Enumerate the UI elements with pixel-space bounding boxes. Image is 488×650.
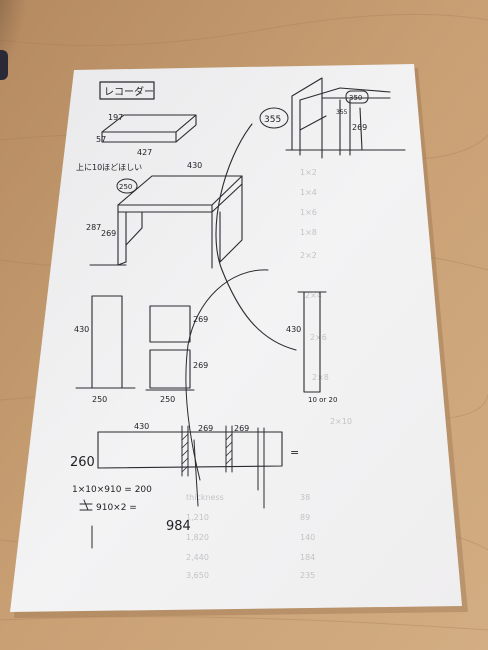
cut-left-label: 260 — [70, 455, 95, 470]
top-board-w: 197 — [108, 113, 123, 122]
cut-top3-label: 269 — [234, 424, 249, 433]
table-sketch — [89, 175, 243, 269]
table-leg-h1: 287 — [86, 223, 101, 232]
top-board-sketch — [101, 114, 197, 143]
table-left-label: 250 — [119, 183, 132, 191]
svg-text:1,820: 1,820 — [186, 533, 209, 542]
svg-text:2,440: 2,440 — [186, 553, 209, 562]
arrow-curve-2 — [185, 269, 269, 481]
svg-text:2×6: 2×6 — [310, 333, 327, 342]
svg-text:thickness: thickness — [186, 493, 224, 502]
svg-text:1,210: 1,210 — [186, 513, 209, 522]
paper-sheet — [10, 64, 462, 612]
top-board-h: 57 — [96, 135, 106, 144]
svg-text:3,650: 3,650 — [186, 571, 209, 580]
calc-line-1: 1×10×910 = 200 — [72, 485, 152, 495]
svg-text:184: 184 — [300, 553, 315, 562]
svg-text:2×10: 2×10 — [330, 417, 352, 426]
svg-text:38: 38 — [300, 493, 310, 502]
show-through: 1×2 1×4 1×6 1×8 2×2 2×4 2×6 2×8 2×10 thi… — [186, 168, 352, 580]
corner-side-label: 355 — [336, 109, 348, 116]
svg-text:1×2: 1×2 — [300, 168, 317, 177]
cut-top2-label: 269 — [198, 424, 213, 433]
corner-right-label: 269 — [352, 123, 367, 132]
svg-text:140: 140 — [300, 533, 315, 542]
part-big-side-h: 430 — [74, 325, 89, 334]
calc-line-2: 910×2 = — [96, 503, 137, 513]
title-box-text: レコーダー — [104, 85, 154, 98]
corner-sketch — [285, 77, 406, 159]
svg-text:1×8: 1×8 — [300, 228, 317, 237]
circle-355 — [259, 107, 289, 129]
svg-text:1×6: 1×6 — [300, 208, 317, 217]
cut-hatching — [181, 433, 233, 473]
part-big-side-w: 250 — [92, 395, 107, 404]
part-right-side-w: 10 or 20 — [308, 396, 337, 404]
svg-text:1×4: 1×4 — [300, 188, 317, 197]
svg-text:235: 235 — [300, 571, 315, 580]
svg-text:2×2: 2×2 — [300, 251, 317, 260]
svg-text:2×4: 2×4 — [305, 291, 322, 300]
part-shelf-a-label: 269 — [193, 315, 208, 324]
calc-result: 984 — [166, 519, 191, 534]
dark-object — [0, 0, 30, 113]
cut-top1-label: 430 — [134, 422, 149, 431]
part-shelf-a — [149, 305, 191, 343]
corner-top-box — [345, 90, 369, 104]
cut-strip — [97, 431, 283, 469]
cut-eq: = — [290, 446, 299, 459]
corner-circle-label: 355 — [264, 115, 281, 125]
part-shelf-b-label: 269 — [193, 361, 208, 370]
cut-dividers — [181, 425, 265, 509]
part-right-side-h: 430 — [286, 325, 301, 334]
top-board-d: 427 — [137, 148, 152, 157]
svg-text:89: 89 — [300, 513, 310, 522]
note-text: 上に10ほどほしい — [76, 163, 142, 172]
part-shelf-b — [149, 349, 191, 389]
arrow-curve — [215, 123, 297, 351]
corner-top-label: 350 — [349, 94, 362, 102]
circle-250 — [116, 178, 138, 194]
part-small-w: 250 — [160, 395, 175, 404]
title-box — [99, 81, 155, 100]
calc-mark — [79, 499, 93, 511]
table-top-label: 430 — [187, 161, 202, 170]
dark-object-edge — [0, 50, 8, 80]
table-leg-h2: 269 — [101, 229, 116, 238]
